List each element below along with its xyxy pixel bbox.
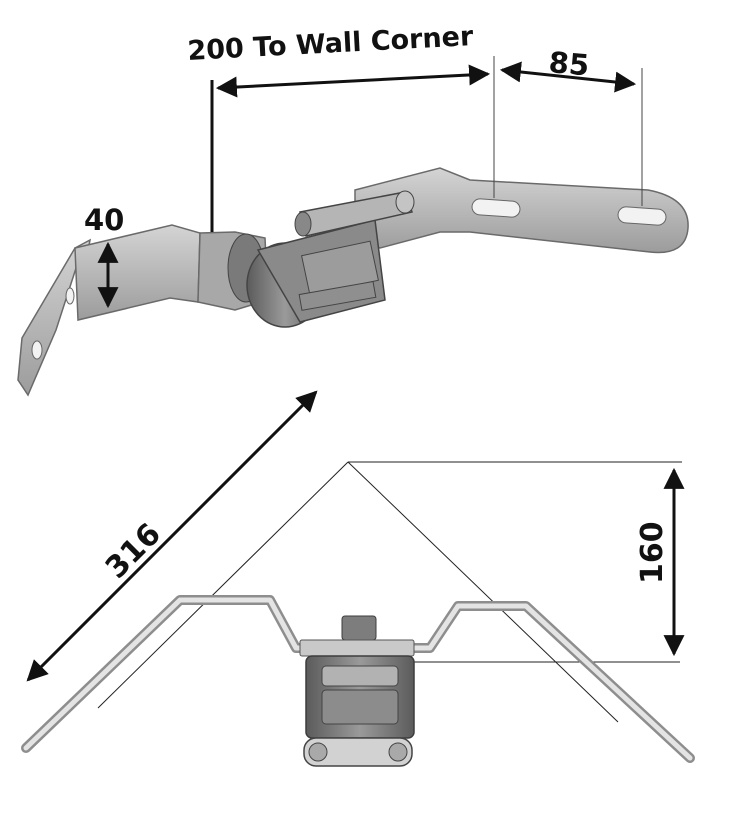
right-arm-slot-1 [471, 198, 521, 218]
top-dimensions: 200 To Wall Corner 85 40 [84, 21, 643, 309]
wall-corner-arrow [215, 64, 491, 98]
length-arrow [26, 390, 318, 682]
bracket-front-view [21, 461, 695, 767]
rise-label: 160 [635, 521, 670, 584]
height-label: 40 [84, 203, 124, 237]
guide-line-right [347, 461, 619, 723]
length-label: 316 [99, 517, 168, 586]
wall-corner-label: 200 To Wall Corner [187, 21, 475, 67]
slot-spacing-arrow [499, 61, 637, 93]
bracket-perspective-view [17, 167, 689, 397]
slot-spacing-label: 85 [547, 45, 590, 82]
right-arm [354, 167, 689, 254]
left-flange [74, 224, 201, 321]
left-tab-hole-1 [31, 340, 43, 360]
hinge-hardware [227, 190, 415, 328]
right-arm-slot-2 [617, 206, 667, 226]
left-tab-hole-2 [65, 287, 75, 305]
hinge-block-front [299, 615, 415, 767]
